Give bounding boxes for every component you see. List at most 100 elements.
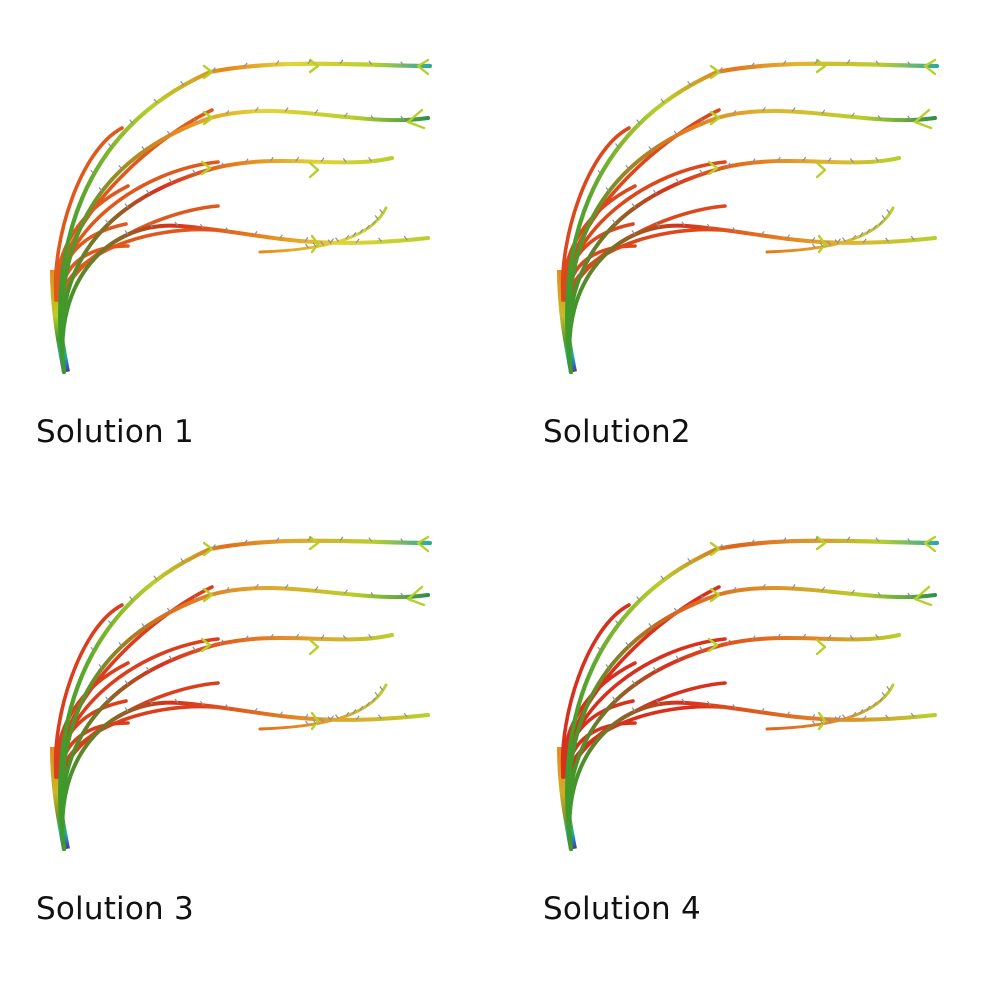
thorn [327, 239, 332, 244]
thorn [877, 114, 882, 120]
thorn [605, 664, 610, 669]
branch-fork [709, 70, 721, 80]
thorn [760, 230, 765, 236]
thorn [812, 243, 816, 249]
thorn [718, 544, 723, 549]
thorn [342, 158, 347, 163]
branch-fork [416, 535, 430, 545]
thorn [275, 60, 280, 65]
thorn [910, 712, 915, 718]
main-branch [566, 156, 901, 374]
main-branch [566, 633, 901, 851]
thorn [343, 112, 348, 118]
branch-fork [200, 643, 212, 653]
thorn [174, 221, 179, 227]
thorn [700, 595, 705, 601]
branch-fork [202, 110, 214, 120]
thorn [605, 187, 610, 192]
thorn [597, 169, 602, 175]
thorn [673, 607, 678, 613]
thorn [881, 692, 886, 697]
thorn [400, 61, 405, 66]
branch-fork [709, 116, 721, 126]
thorn [862, 715, 867, 721]
branch-fork [310, 719, 320, 731]
thorn [631, 230, 636, 235]
branch-fork [308, 535, 320, 545]
thorn [842, 237, 846, 242]
thorn [615, 143, 619, 148]
thorn [253, 707, 258, 713]
branch-fork [817, 242, 827, 254]
thorn [886, 686, 891, 691]
branch-fork [406, 120, 426, 130]
thorn [819, 242, 824, 248]
panel-solution-2: Solution2 [507, 0, 1004, 490]
thorn [907, 115, 912, 121]
branch-fork [817, 719, 827, 731]
branch-fork [815, 64, 827, 74]
thorn [612, 696, 617, 702]
branch-fork [707, 637, 719, 647]
branch-fork [707, 160, 719, 170]
thorn [827, 240, 832, 246]
thorn [352, 232, 357, 237]
thorn [374, 215, 379, 220]
main-branch [59, 108, 430, 374]
thorn [359, 228, 364, 234]
thorn [673, 130, 678, 136]
thorn [811, 713, 816, 719]
thorn [312, 719, 317, 725]
thorn [827, 634, 832, 640]
branch-fork [913, 585, 931, 601]
thorn [314, 586, 319, 592]
thorn [129, 119, 134, 124]
thorn [852, 711, 857, 717]
thorn [877, 591, 882, 597]
thorn [320, 240, 325, 246]
main-branch [59, 156, 394, 374]
thorn [345, 234, 350, 240]
thorn [636, 119, 641, 124]
thorn [761, 583, 766, 589]
thorn [269, 156, 274, 162]
thorn [307, 59, 312, 65]
thorn [751, 635, 756, 641]
thorn [320, 717, 325, 723]
thorn [141, 146, 146, 151]
thorn [872, 224, 877, 230]
branch-fork [310, 711, 320, 723]
caption-solution-3: Solution 3 [36, 891, 194, 927]
branch-fork [406, 108, 424, 124]
thorn [886, 209, 891, 214]
thorn [193, 118, 198, 124]
thorn [875, 156, 880, 162]
branch-diagram-solution-3 [50, 535, 433, 852]
caption-solution-2: Solution2 [543, 414, 691, 450]
thorn [168, 655, 173, 661]
thorn [339, 536, 344, 542]
thorn [750, 62, 755, 68]
main-branch [58, 61, 433, 375]
thorn [365, 701, 370, 707]
thorn [124, 230, 129, 235]
branch-fork [709, 587, 721, 597]
thorn [403, 235, 408, 241]
main-branch [59, 585, 430, 851]
branch-fork [709, 110, 721, 120]
thorn [279, 234, 283, 240]
thorn [243, 539, 248, 545]
thorn [304, 713, 309, 719]
thorn [802, 633, 807, 639]
thorn [732, 586, 737, 592]
side-branch [58, 704, 216, 779]
branch-fork [308, 64, 320, 74]
thorn [821, 586, 826, 592]
branch-fork [815, 645, 827, 656]
thorn [879, 697, 883, 703]
branch-fork [416, 58, 430, 68]
thorn [837, 715, 841, 720]
thorn [275, 537, 280, 542]
thorn [90, 169, 95, 175]
thorn [849, 158, 854, 163]
